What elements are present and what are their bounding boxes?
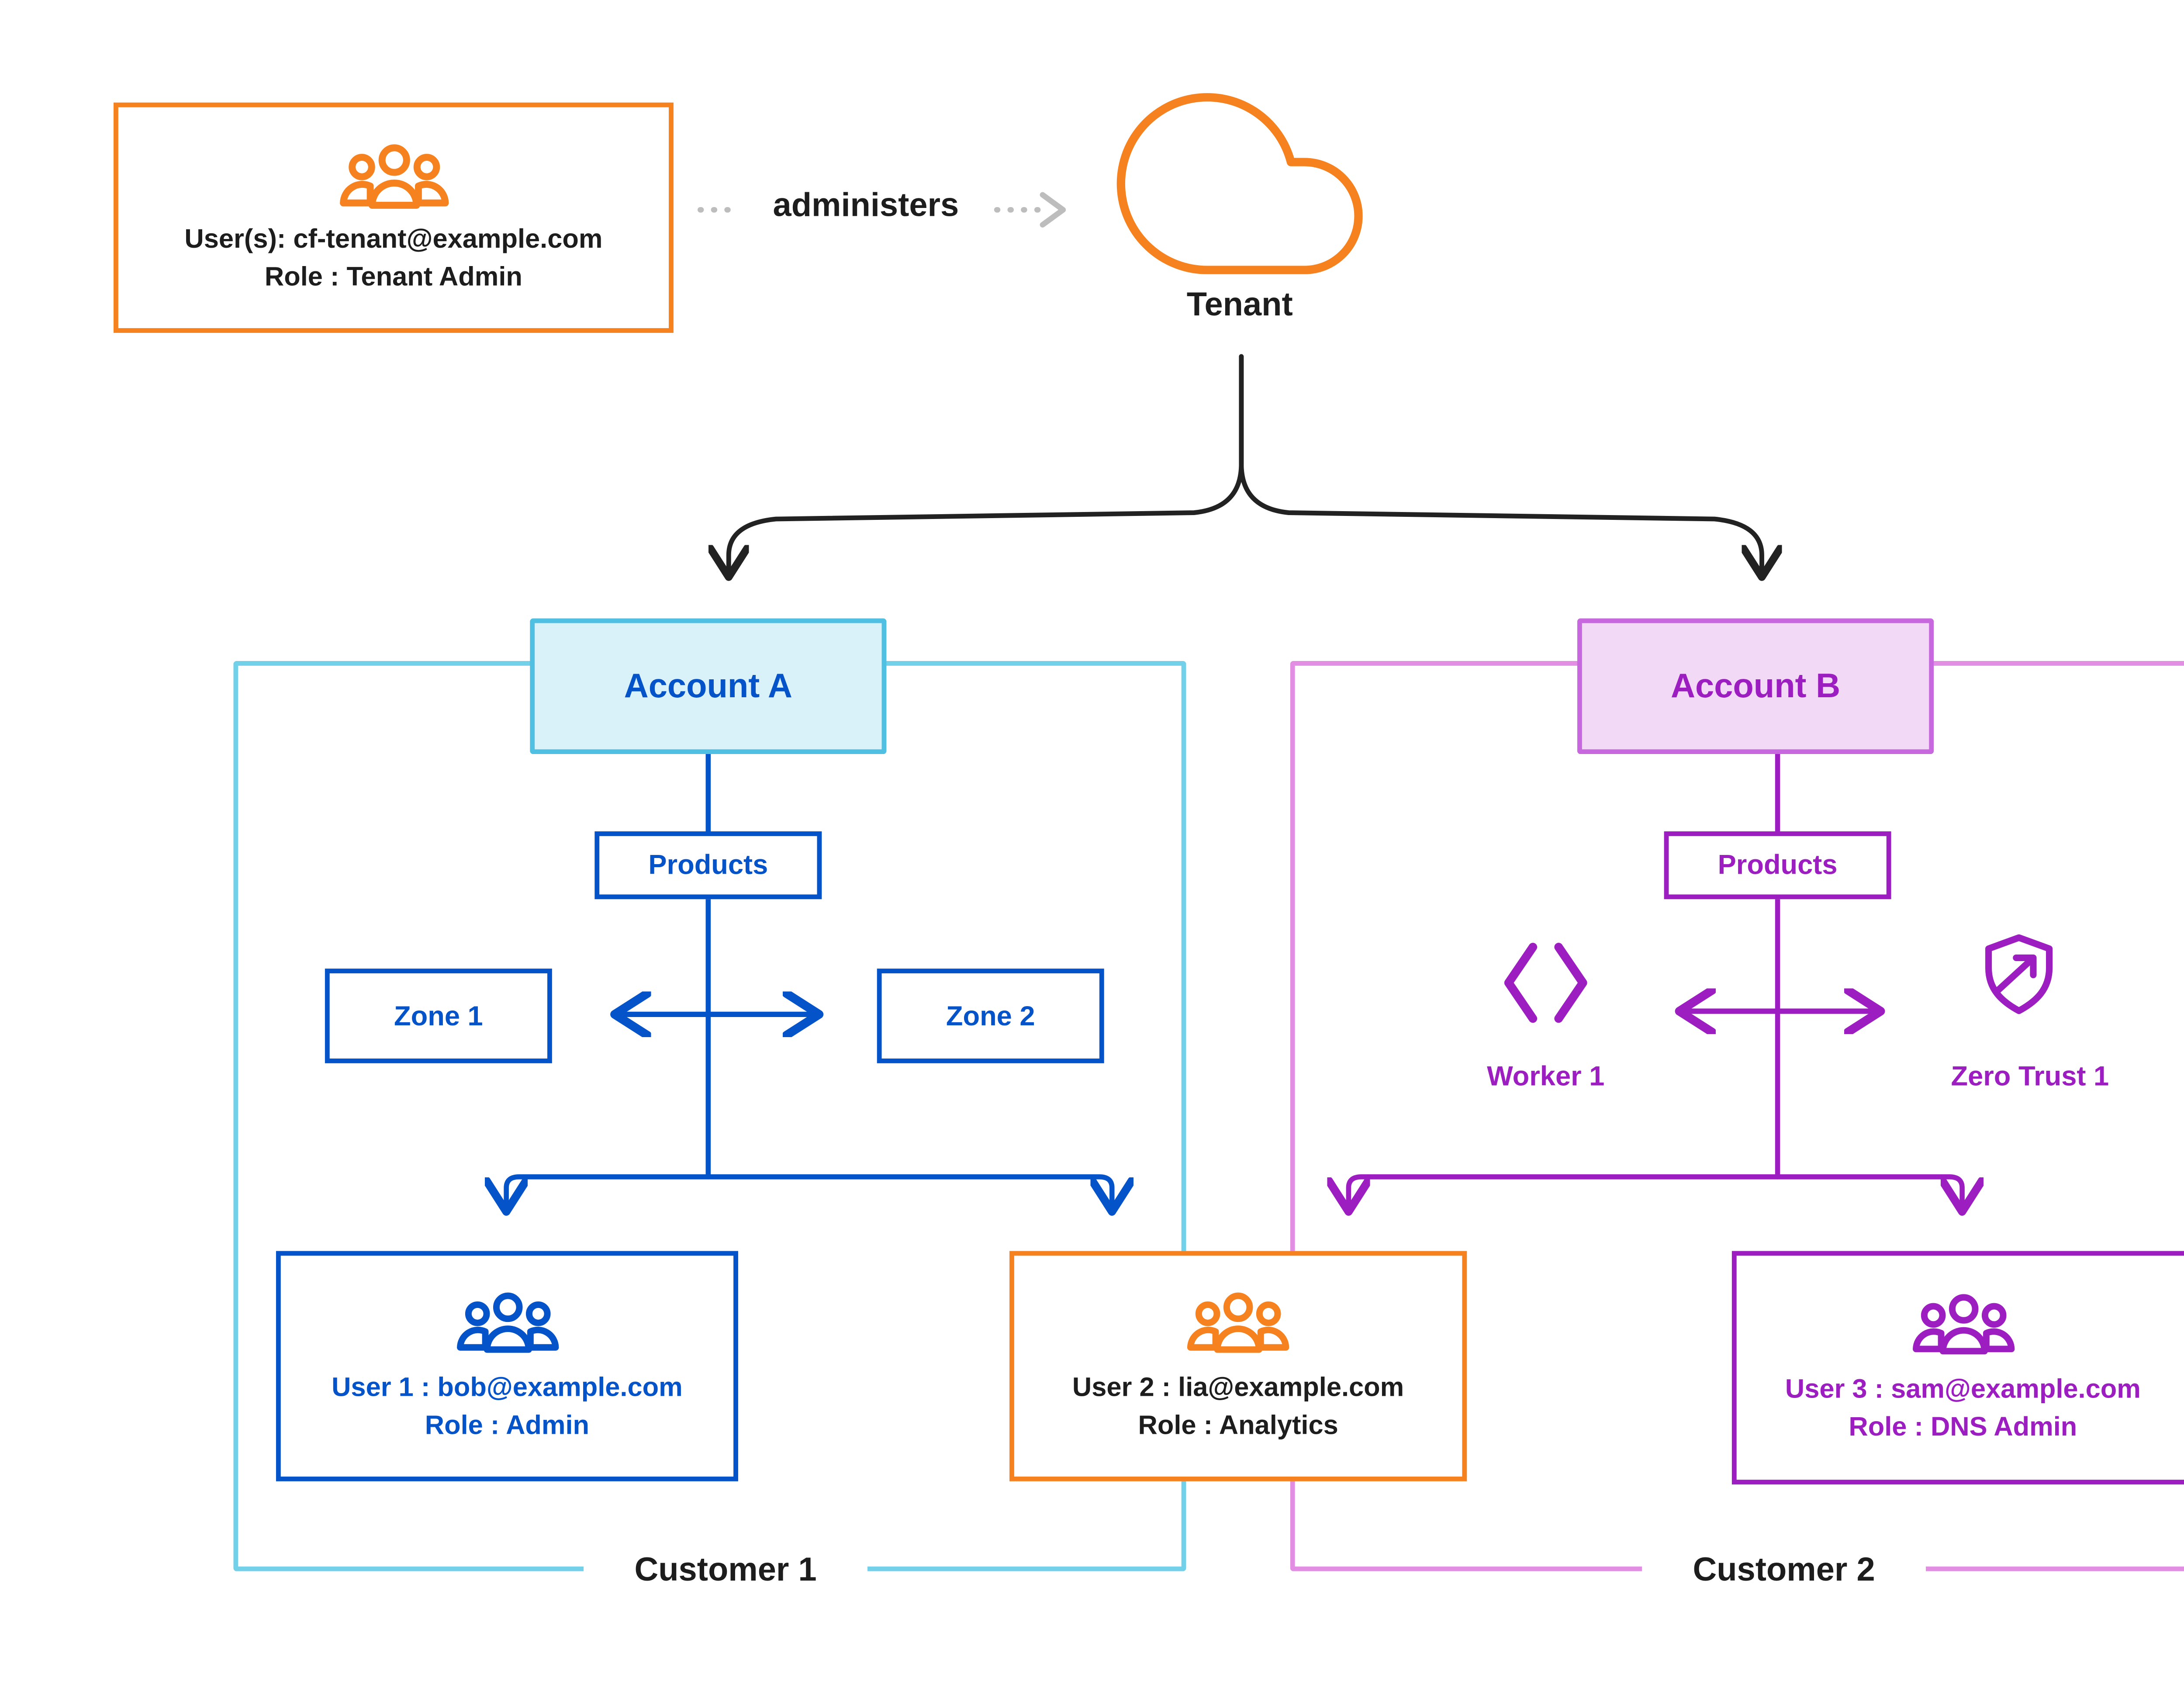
- tenant-admin-box: User(s): cf-tenant@example.com Role : Te…: [113, 102, 674, 333]
- workers-brackets-icon: [1504, 943, 1587, 1023]
- tenant-admin-users-text: User(s): cf-tenant@example.com: [184, 224, 603, 254]
- administers-label: administers: [773, 187, 959, 224]
- tenant-admin-role-text: Role : Tenant Admin: [264, 261, 522, 291]
- account-a-box: Account A: [530, 618, 887, 754]
- user1-box: User 1 : bob@example.com Role : Admin: [276, 1251, 738, 1481]
- zero-trust1-label: Zero Trust 1: [1951, 1060, 2109, 1092]
- zone2-box: Zone 2: [877, 969, 1104, 1063]
- products-b-box: Products: [1664, 831, 1891, 900]
- user1-role-text: Role : Admin: [425, 1409, 590, 1440]
- tenant-to-account-a-arrow: [729, 354, 1244, 571]
- tenant-label: Tenant: [1186, 287, 1293, 324]
- administers-arrowhead: [1040, 192, 1066, 228]
- people-group-icon: [1911, 1291, 2015, 1360]
- account-b-box: Account B: [1577, 618, 1934, 754]
- worker1-label: Worker 1: [1487, 1060, 1605, 1092]
- zone1-box: Zone 1: [325, 969, 552, 1063]
- people-group-icon: [455, 1289, 559, 1358]
- people-group-icon: [1186, 1289, 1290, 1358]
- customer2-label: Customer 2: [1642, 1547, 1926, 1595]
- customer1-label: Customer 1: [584, 1547, 868, 1595]
- user2-role-text: Role : Analytics: [1138, 1409, 1338, 1440]
- user1-email-text: User 1 : bob@example.com: [332, 1372, 683, 1403]
- user3-box: User 3 : sam@example.com Role : DNS Admi…: [1731, 1251, 2184, 1484]
- shield-arrow-icon: [1985, 934, 2053, 1014]
- products-a-box: Products: [594, 831, 822, 900]
- user3-role-text: Role : DNS Admin: [1849, 1411, 2077, 1441]
- user2-box: User 2 : lia@example.com Role : Analytic…: [1009, 1251, 1467, 1481]
- cloud-icon: [1116, 93, 1363, 274]
- user2-email-text: User 2 : lia@example.com: [1072, 1372, 1404, 1403]
- people-group-icon: [337, 141, 450, 215]
- tenant-to-account-b-arrow: [1239, 354, 1762, 571]
- user3-email-text: User 3 : sam@example.com: [1785, 1374, 2141, 1404]
